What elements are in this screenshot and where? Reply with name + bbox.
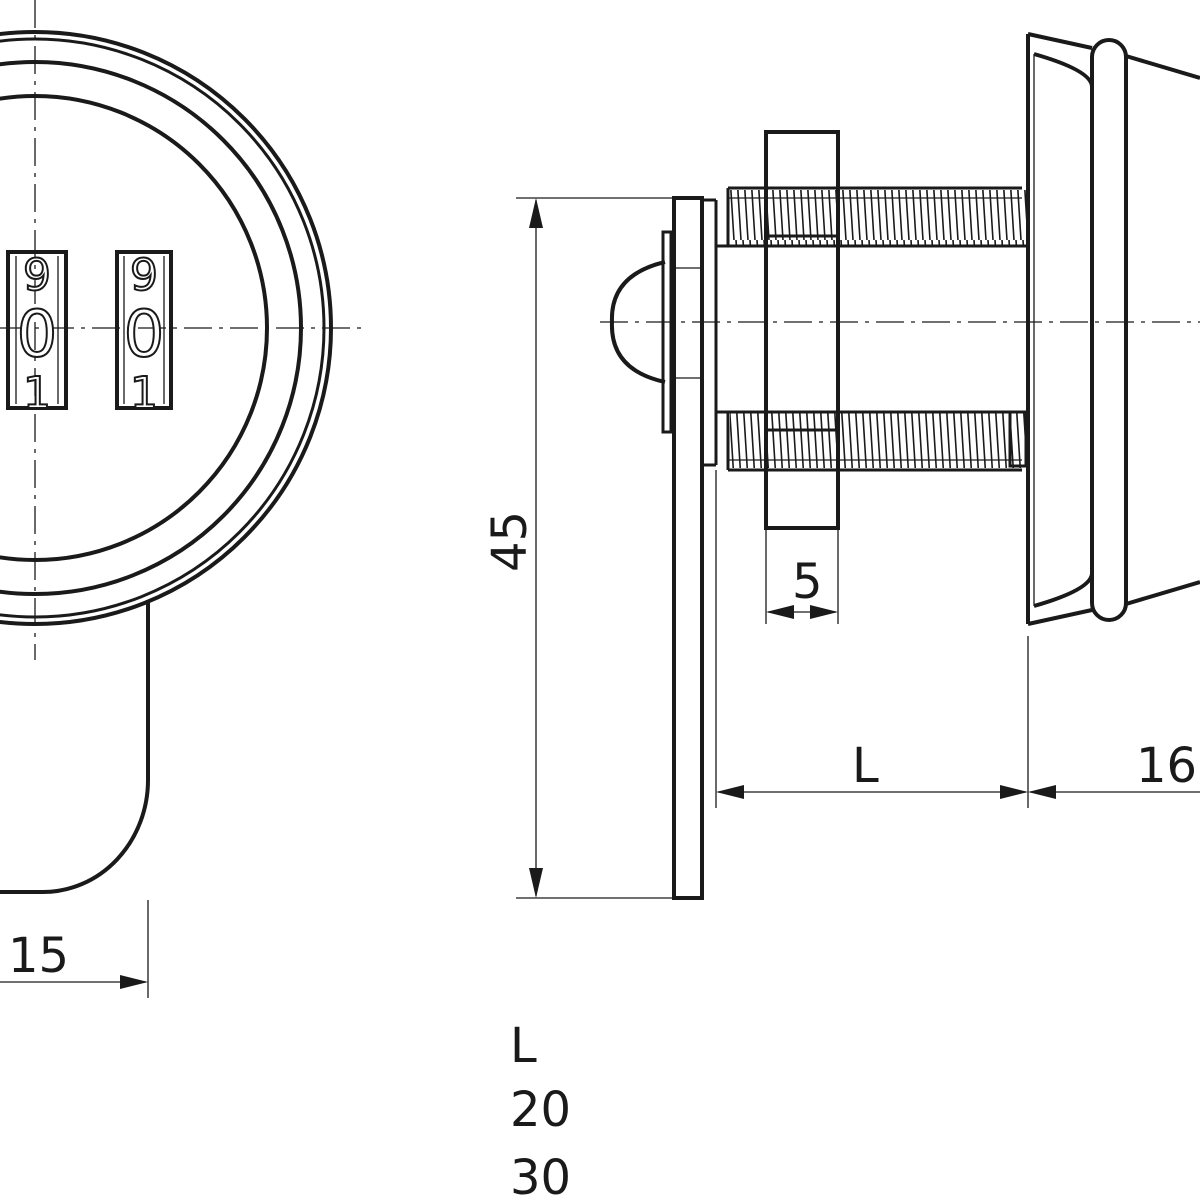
dimension-45-arrow-top (529, 198, 543, 228)
dimension-5-label: 5 (792, 554, 823, 610)
lower-thread (726, 410, 1028, 472)
dial-wheel-1-digit-top: 9 (23, 250, 51, 301)
dial-wheel-1-digit-center: 0 (17, 298, 58, 372)
dimension-45-arrow-bottom (529, 868, 543, 898)
dial-wheel-1[interactable]: 9 0 1 (6, 250, 68, 419)
hex-nut (764, 130, 840, 530)
dimension-L-arrow-right (1000, 785, 1028, 799)
dimension-5-arrow-right (810, 605, 838, 619)
dimension-L-label: L (852, 738, 879, 794)
screw-washer (661, 230, 673, 434)
screw-head-dome (609, 260, 666, 384)
lock-head-rim (1090, 38, 1128, 622)
outer-bezel-ring (0, 30, 333, 626)
dimension-15-label: 15 (8, 928, 69, 984)
dial-wheel-2-digit-center: 0 (124, 298, 165, 372)
dimension-16-arrow (1028, 785, 1056, 799)
lock-head-lower-bevel (1027, 608, 1093, 626)
dimension-5: 5 (765, 530, 839, 624)
dial-wheel-2-digit-bottom: 1 (130, 368, 158, 419)
length-table: L 20 30 (510, 1018, 571, 1200)
side-view: 45 5 L 16 (482, 32, 1200, 900)
lower-thread-hatch (730, 412, 1026, 468)
dimension-16-label: 16 (1136, 738, 1197, 794)
dimension-45-label: 45 (482, 511, 538, 572)
dial-face (0, 94, 269, 562)
outer-bezel-inner-edge (0, 37, 326, 619)
length-table-value-30: 30 (510, 1150, 571, 1200)
dimension-15-arrow (120, 975, 148, 989)
dimension-45: 45 (482, 197, 672, 899)
dimension-15: 15 (0, 900, 149, 998)
hex-nut-body (764, 130, 840, 530)
dial-wheel-2-digit-top: 9 (130, 250, 158, 301)
dimension-L: L (715, 470, 1029, 808)
lock-head-top-edge (1125, 54, 1200, 80)
front-view: 9 0 1 9 0 1 15 (0, 0, 362, 998)
dial-window-1 (6, 250, 68, 410)
lock-head-upper-bevel (1027, 32, 1093, 50)
cam-lever (0, 600, 150, 894)
length-table-header: L (510, 1018, 537, 1074)
dimension-16: 16 (1028, 738, 1200, 799)
cam-plate (672, 196, 704, 900)
lock-head-bottom-edge (1125, 580, 1200, 606)
length-table-value-20: 20 (510, 1082, 571, 1138)
dial-wheel-1-digit-bottom: 1 (23, 368, 51, 419)
dial-window-2 (115, 250, 173, 410)
dial-wheel-2[interactable]: 9 0 1 (115, 250, 173, 419)
lock-head (1026, 32, 1200, 626)
lock-head-inner-profile (1033, 52, 1094, 608)
middle-ring (0, 60, 303, 596)
dimension-5-arrow-left (766, 605, 794, 619)
dimension-L-arrow-left (716, 785, 744, 799)
